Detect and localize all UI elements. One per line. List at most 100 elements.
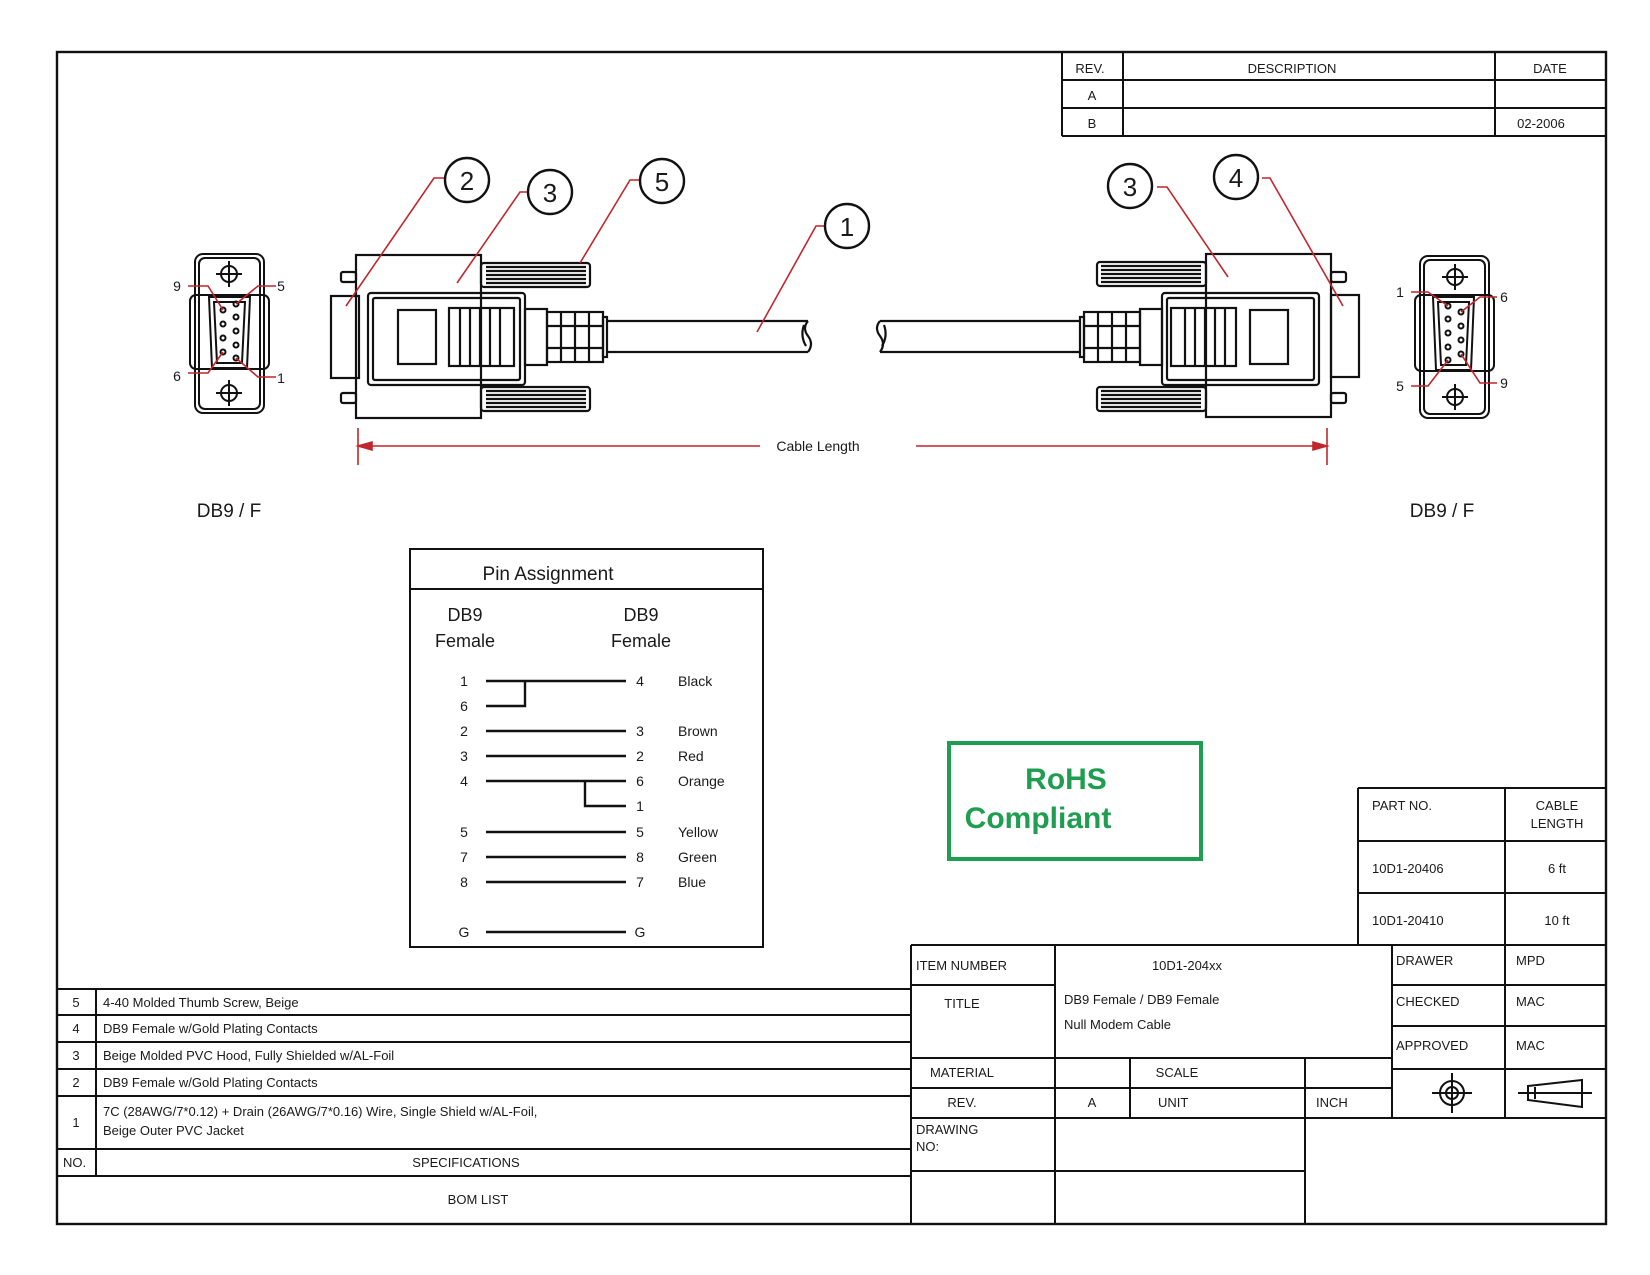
pin-row-left: G xyxy=(459,924,470,940)
unit-label: UNIT xyxy=(1158,1095,1188,1110)
revision-table xyxy=(1061,52,1606,137)
balloon-1: 1 xyxy=(840,212,854,242)
balloon-leaders xyxy=(345,177,1344,333)
item-number-value: 10D1-204xx xyxy=(1152,958,1223,973)
bom-row-5-no: 5 xyxy=(72,995,79,1010)
balloon-3-right: 3 xyxy=(1123,172,1137,202)
pin-row-left: 2 xyxy=(460,723,468,739)
pin-row-color: Yellow xyxy=(678,824,719,840)
unit-value: INCH xyxy=(1316,1095,1348,1110)
pin-row-right: 8 xyxy=(636,849,644,865)
part-number-table xyxy=(1357,787,1606,945)
sheet-border xyxy=(55,50,1608,1226)
pin-row-color: Red xyxy=(678,748,704,764)
bom-row-2-spec: DB9 Female w/Gold Plating Contacts xyxy=(103,1075,318,1090)
pin-left-header-2: Female xyxy=(435,631,495,651)
pin-row-left: 6 xyxy=(460,698,468,714)
checked-label: CHECKED xyxy=(1396,994,1460,1009)
bom-row-1-spec-1: 7C (28AWG/7*0.12) + Drain (26AWG/7*0.16)… xyxy=(103,1104,537,1119)
right-pin-5: 5 xyxy=(1396,378,1404,394)
pin-row-left: 7 xyxy=(460,849,468,865)
right-pin-leaders xyxy=(1411,291,1497,387)
projection-cone-icon xyxy=(1518,1078,1592,1109)
balloon-4: 4 xyxy=(1229,163,1243,193)
balloon-5: 5 xyxy=(655,167,669,197)
pin-row-color: Black xyxy=(678,673,713,689)
balloon-2: 2 xyxy=(460,166,474,196)
pin-row-right: 3 xyxy=(636,723,644,739)
rev-row-a: A xyxy=(1088,88,1097,103)
right-pin-1: 1 xyxy=(1396,284,1404,300)
right-pin-6: 6 xyxy=(1500,289,1508,305)
pin-right-header-2: Female xyxy=(611,631,671,651)
left-connector-label: DB9 / F xyxy=(197,501,261,522)
rohs-line-1: RoHS xyxy=(1025,763,1107,796)
left-pin-leaders xyxy=(188,285,276,378)
balloon-3-left: 3 xyxy=(543,178,557,208)
rohs-stamp xyxy=(947,741,1203,861)
cable-length-label: Cable Length xyxy=(776,438,859,454)
bom-row-3-no: 3 xyxy=(72,1048,79,1063)
bom-row-5-spec: 4-40 Molded Thumb Screw, Beige xyxy=(103,995,299,1010)
bom-row-4-no: 4 xyxy=(72,1021,79,1036)
pin-wires xyxy=(486,679,626,934)
bom-list-footer: BOM LIST xyxy=(448,1192,509,1207)
approved-value: MAC xyxy=(1516,1038,1545,1053)
pin-row-left: 5 xyxy=(460,824,468,840)
pin-row-color: Orange xyxy=(678,773,725,789)
bom-no-header: NO. xyxy=(63,1155,86,1170)
title-line-1: DB9 Female / DB9 Female xyxy=(1064,992,1219,1007)
pin-left-header-1: DB9 xyxy=(447,605,482,625)
left-connector-body xyxy=(329,253,813,420)
pin-row-right: 1 xyxy=(636,798,644,814)
pin-assignment-box xyxy=(409,548,764,948)
pin-row-left: 3 xyxy=(460,748,468,764)
pin-row-right: 2 xyxy=(636,748,644,764)
bom-table xyxy=(57,988,911,1177)
part-row-2-length: 10 ft xyxy=(1544,913,1570,928)
title-block xyxy=(910,944,1606,1224)
part-row-1-length: 6 ft xyxy=(1548,861,1566,876)
item-number-label: ITEM NUMBER xyxy=(916,958,1007,973)
rev-header: REV. xyxy=(1075,61,1104,76)
right-db9-face xyxy=(1414,255,1495,419)
cable-length-header-2: LENGTH xyxy=(1531,816,1584,831)
pin-row-left: 1 xyxy=(460,673,468,689)
bom-row-4-spec: DB9 Female w/Gold Plating Contacts xyxy=(103,1021,318,1036)
right-pin-9: 9 xyxy=(1500,375,1508,391)
material-label: MATERIAL xyxy=(930,1065,994,1080)
title-rev-value: A xyxy=(1088,1095,1097,1110)
checked-value: MAC xyxy=(1516,994,1545,1009)
date-header: DATE xyxy=(1533,61,1567,76)
drawing-no-label-1: DRAWING xyxy=(916,1122,978,1137)
cable-length-header-1: CABLE xyxy=(1536,798,1579,813)
bom-row-3-spec: Beige Molded PVC Hood, Fully Shielded w/… xyxy=(103,1048,394,1063)
pin-row-left: 8 xyxy=(460,874,468,890)
pin-row-right: 7 xyxy=(636,874,644,890)
description-header: DESCRIPTION xyxy=(1248,61,1337,76)
pin-row-color: Brown xyxy=(678,723,718,739)
part-row-2-no: 10D1-20410 xyxy=(1372,913,1444,928)
pin-row-color: Blue xyxy=(678,874,706,890)
pin-row-right: 6 xyxy=(636,773,644,789)
projection-symbol-icon xyxy=(1432,1073,1472,1113)
pin-row-right: 5 xyxy=(636,824,644,840)
drawer-label: DRAWER xyxy=(1396,953,1453,968)
left-db9-face xyxy=(189,253,270,414)
bom-spec-header: SPECIFICATIONS xyxy=(412,1155,520,1170)
pin-rows: 1 4 Black 6 2 3 Brown 3 2 Red 4 6 Orange… xyxy=(459,673,725,940)
left-pin-6: 6 xyxy=(173,368,181,384)
bom-row-2-no: 2 xyxy=(72,1075,79,1090)
balloon-circles xyxy=(443,153,1260,250)
approved-label: APPROVED xyxy=(1396,1038,1468,1053)
part-row-1-no: 10D1-20406 xyxy=(1372,861,1444,876)
rev-row-b-date: 02-2006 xyxy=(1517,116,1565,131)
title-line-2: Null Modem Cable xyxy=(1064,1017,1171,1032)
title-rev-label: REV. xyxy=(947,1095,976,1110)
right-connector-body xyxy=(875,252,1361,419)
pin-assignment-title: Pin Assignment xyxy=(483,564,615,585)
right-connector-label: DB9 / F xyxy=(1410,501,1474,522)
pin-row-left: 4 xyxy=(460,773,468,789)
pin-right-header-1: DB9 xyxy=(623,605,658,625)
left-pin-1: 1 xyxy=(277,370,285,386)
